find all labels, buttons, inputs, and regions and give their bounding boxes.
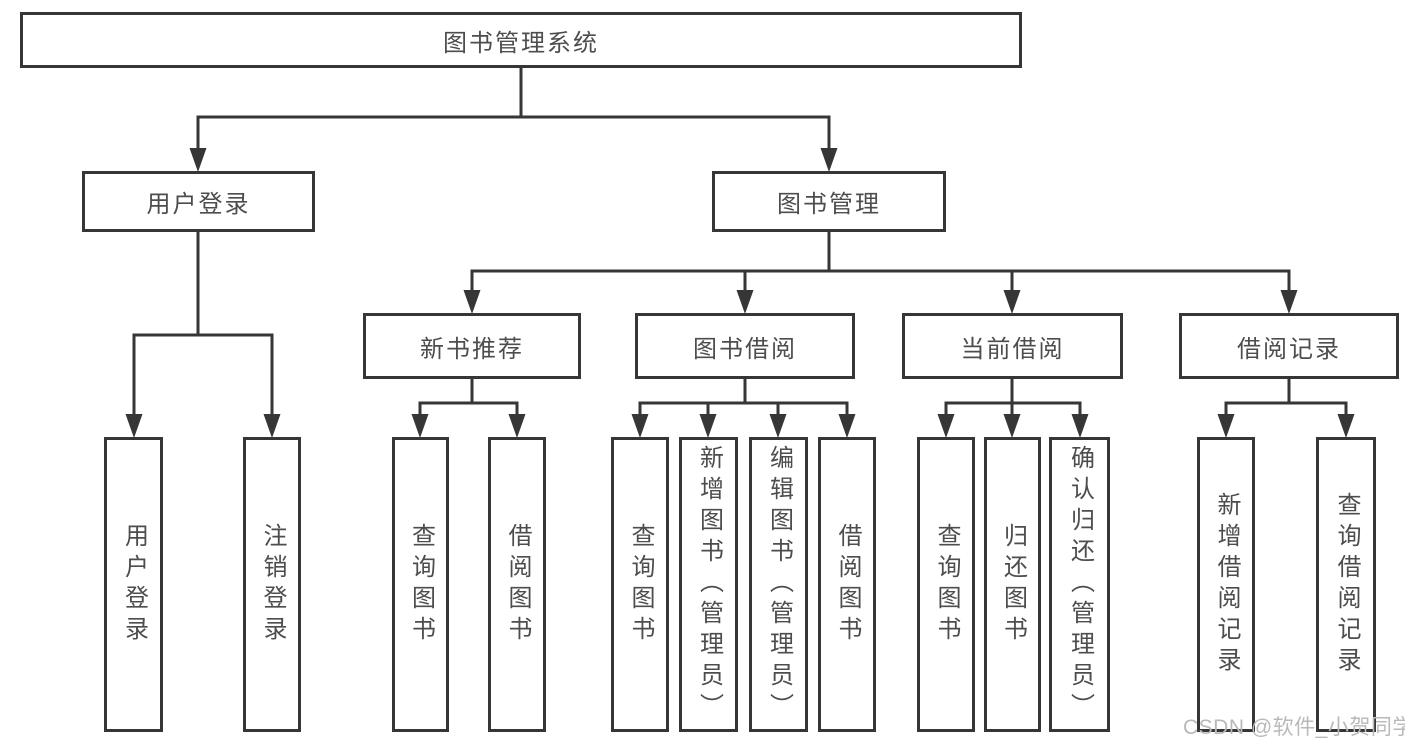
leaf-record-add-label: 新增借阅记录 — [1213, 491, 1240, 678]
connector-root — [189, 68, 838, 172]
leaf-user-login-label: 用户登录 — [120, 522, 148, 647]
node-book-management: 图书管理 — [712, 171, 946, 232]
leaf-current-query-label: 查询图书 — [933, 522, 960, 647]
node-user-login-label: 用户登录 — [146, 191, 251, 218]
node-library-system: 图书管理系统 — [20, 12, 1022, 68]
leaf-borrow-query-label: 查询图书 — [627, 522, 654, 647]
node-current-borrow-label: 当前借阅 — [960, 335, 1065, 363]
node-current-borrow: 当前借阅 — [902, 313, 1123, 379]
leaf-borrow-edit-admin-label: 编辑图书（管理员） — [765, 445, 793, 724]
leaf-return-book: 归还图书 — [984, 437, 1041, 732]
leaf-record-query: 查询借阅记录 — [1316, 437, 1376, 732]
leaf-borrow-add-admin: 新增图书（管理员） — [679, 437, 738, 732]
connector-book-borrow — [631, 379, 856, 438]
node-book-borrow: 图书借阅 — [635, 313, 855, 379]
leaf-borrow-book-label: 借阅图书 — [834, 522, 861, 647]
leaf-borrow-query: 查询图书 — [611, 437, 669, 732]
node-borrow-records: 借阅记录 — [1179, 313, 1399, 379]
leaf-return-book-label: 归还图书 — [999, 522, 1027, 647]
node-new-book-recommend: 新书推荐 — [363, 313, 581, 379]
leaf-newbook-query: 查询图书 — [392, 437, 449, 732]
leaf-borrow-edit-admin: 编辑图书（管理员） — [749, 437, 808, 732]
node-new-book-recommend-label: 新书推荐 — [420, 335, 524, 363]
leaf-newbook-borrow-label: 借阅图书 — [504, 522, 531, 647]
leaf-confirm-return-admin-label: 确认归还（管理员） — [1066, 445, 1094, 724]
connector-user-login — [125, 232, 281, 438]
leaf-user-login: 用户登录 — [104, 437, 163, 732]
connector-borrow-records — [1217, 379, 1355, 438]
leaf-newbook-query-label: 查询图书 — [407, 522, 435, 647]
leaf-newbook-borrow: 借阅图书 — [488, 437, 546, 732]
connector-current-borrow — [937, 379, 1089, 438]
leaf-current-query: 查询图书 — [917, 437, 975, 732]
leaf-confirm-return-admin: 确认归还（管理员） — [1049, 437, 1110, 732]
watermark-text: CSDN @软件_小贺同学 — [1183, 716, 1405, 739]
leaf-logout-label: 注销登录 — [259, 522, 286, 647]
leaf-logout: 注销登录 — [243, 437, 301, 732]
node-borrow-records-label: 借阅记录 — [1237, 335, 1341, 363]
leaf-borrow-add-admin-label: 新增图书（管理员） — [695, 445, 723, 724]
node-library-system-label: 图书管理系统 — [443, 29, 599, 57]
leaf-record-query-label: 查询借阅记录 — [1333, 491, 1360, 678]
node-user-login: 用户登录 — [82, 171, 315, 232]
node-book-management-label: 图书管理 — [777, 191, 881, 218]
node-book-borrow-label: 图书借阅 — [693, 335, 797, 363]
connector-book-management — [463, 232, 1298, 314]
connector-new-book — [411, 379, 526, 438]
leaf-borrow-book: 借阅图书 — [818, 437, 876, 732]
leaf-record-add: 新增借阅记录 — [1197, 437, 1255, 732]
